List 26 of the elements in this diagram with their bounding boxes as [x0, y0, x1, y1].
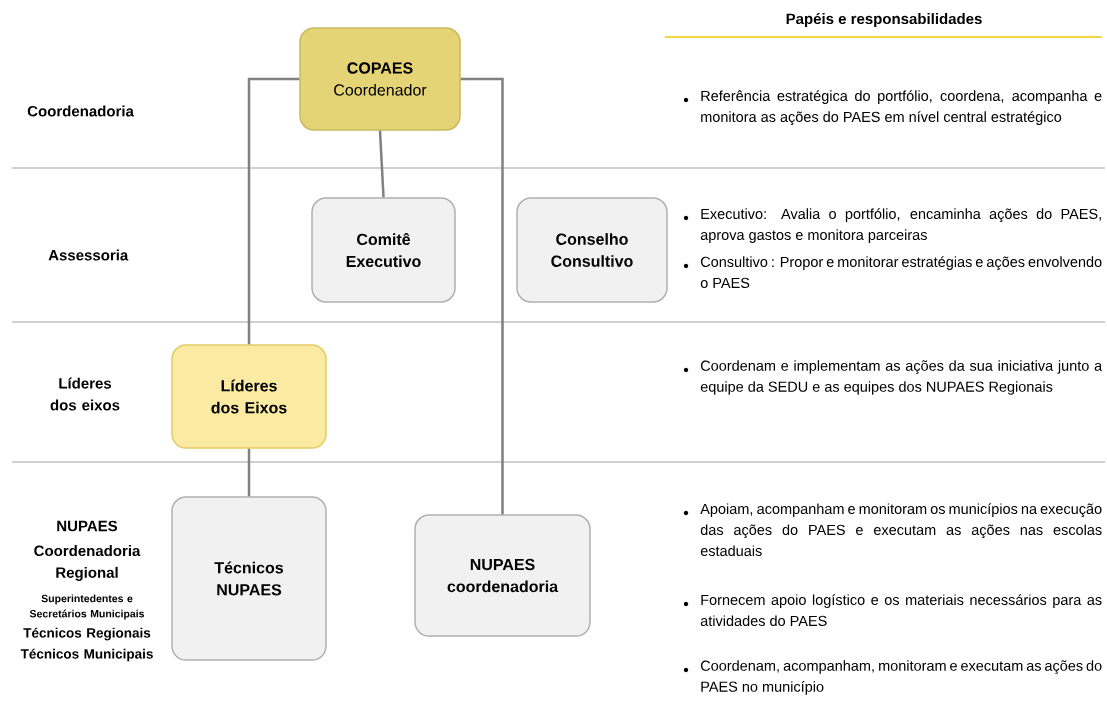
connector-line — [247, 77, 300, 345]
bullet-text: Executivo: Avalia o portfólio, encaminha ações do PAES, aprova gastos e monitora parceiras — [683, 208, 1101, 243]
role-box: Líderes dos Eixos — [171, 344, 327, 449]
role-box: COPAES Coordenador — [299, 27, 461, 131]
row-label: Técnicos Municipais — [20, 648, 153, 662]
bullet-text: Referência estratégica do portfólio, coordena, acompanha e monitora as ações do PAES em nível central estratégico — [683, 90, 1102, 125]
bullet-text: Consultivo : Propor e monitorar estratégias e ações envolvendo o PAES — [683, 256, 1102, 288]
connector-line — [378, 130, 385, 198]
role-box: Comitê Executivo — [311, 197, 456, 303]
heading: Papéis e responsabilidades — [786, 12, 982, 28]
row-label: Superintedentes e Secretários Municipais — [29, 594, 145, 620]
bullet-text: Coordenam e implementam as ações da sua iniciativa junto a equipe da SEDU e as equipes dos NUPAES Regionais — [683, 360, 1103, 395]
row-label: Assessoria — [48, 249, 129, 261]
connector-line — [460, 77, 504, 515]
row-label: NUPAES — [57, 520, 118, 532]
row-label: Técnicos Regionais — [23, 627, 151, 641]
bullet-text: Apoiam, acompanham e monitoram os municípios na execução das ações do PAES e executam as ações nas escolas estaduais — [683, 503, 1102, 557]
bullet-text: Fornecem apoio logístico e os materiais necessários para as atividades do PAES — [683, 594, 1102, 627]
role-box: Técnicos NUPAES — [171, 496, 327, 661]
connector-line — [247, 448, 251, 497]
row-label: Coordenadoria Regional — [34, 545, 141, 581]
row-label: Coordenadoria — [27, 105, 134, 117]
role-box: NUPAES coordenadoria — [414, 514, 591, 637]
role-box: Conselho Consultivo — [516, 197, 668, 303]
row-label: Líderes dos eixos — [50, 377, 120, 411]
bullet-text: Coordenam, acompanham, monitoram e executam as ações do PAES no município — [683, 660, 1102, 695]
